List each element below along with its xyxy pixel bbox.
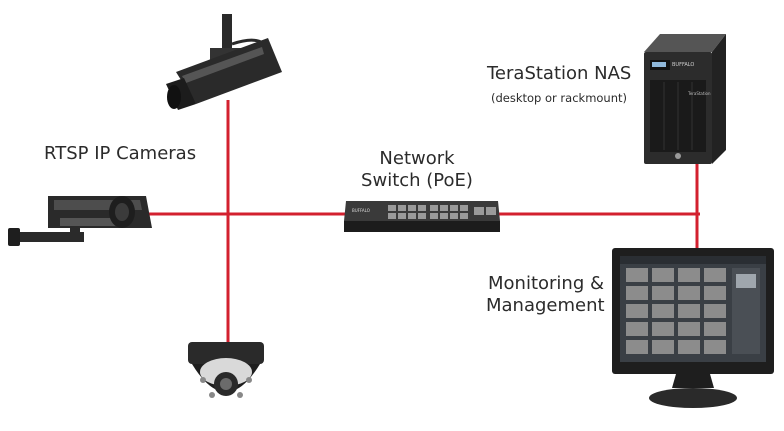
nas-subtitle-label: (desktop or rackmount): [491, 91, 628, 105]
nas-brand-mark: BUFFALO: [672, 62, 694, 68]
monitor-label-line2: Management: [486, 295, 605, 316]
dome-camera-icon: [188, 342, 264, 398]
switch-brand-mark: BUFFALO: [352, 208, 370, 213]
switch-label-line2: Switch (PoE): [361, 170, 473, 191]
nas-title-label: TeraStation NAS: [487, 63, 632, 84]
nas-model-mark: TeraStation: [687, 91, 711, 96]
bullet-camera-top-icon: [166, 14, 282, 110]
cameras-label: RTSP IP Cameras: [44, 143, 197, 164]
monitor-icon: [612, 248, 774, 408]
bullet-camera-left-icon: [8, 196, 152, 246]
network-switch-icon: BUFFALO: [344, 201, 500, 232]
monitor-label-line1: Monitoring &: [488, 273, 605, 294]
nas-icon: BUFFALO TeraStation: [644, 34, 726, 164]
switch-label-line1: Network: [379, 148, 455, 169]
